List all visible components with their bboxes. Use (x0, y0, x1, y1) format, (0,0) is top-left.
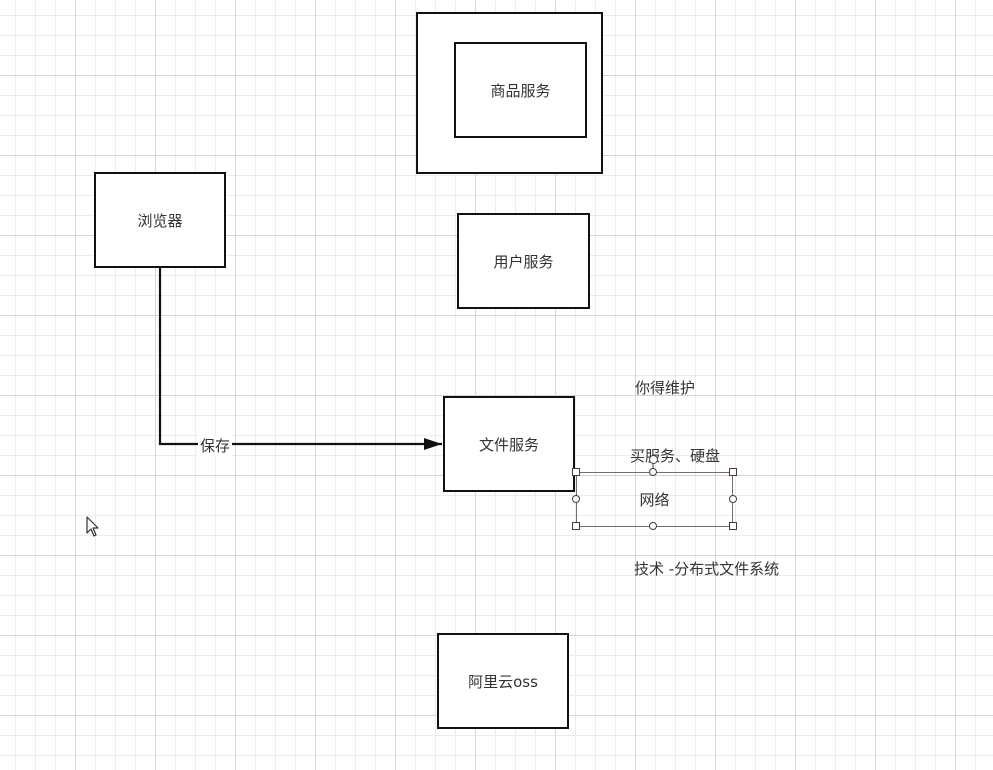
resize-handle-right[interactable] (729, 495, 737, 503)
file-service-node[interactable]: 文件服务 (443, 396, 575, 492)
resize-handle-top[interactable] (649, 468, 657, 476)
resize-handle-left[interactable] (572, 495, 580, 503)
browser-node[interactable]: 浏览器 (94, 172, 226, 268)
arrowhead-icon (424, 438, 442, 450)
buy-server-disk-note[interactable]: 买服务、硬盘 (630, 447, 721, 465)
tech-dfs-note[interactable]: 技术 -分布式文件系统 (634, 560, 780, 578)
goods-service-label: 商品服务 (490, 81, 551, 100)
goods-service-node[interactable]: 商品服务 (454, 42, 587, 138)
mouse-pointer-icon (86, 516, 99, 537)
resize-handle-bottom-right[interactable] (729, 522, 737, 530)
resize-handle-top-right[interactable] (729, 468, 737, 476)
file-service-label: 文件服务 (478, 435, 539, 454)
rotate-handle[interactable] (649, 455, 658, 464)
aliyun-oss-node[interactable]: 阿里云oss (437, 633, 569, 729)
resize-handle-bottom[interactable] (649, 522, 657, 530)
user-service-node[interactable]: 用户服务 (457, 213, 590, 309)
resize-handle-bottom-left[interactable] (572, 522, 580, 530)
user-service-label: 用户服务 (493, 252, 554, 271)
save-edge-label[interactable]: 保存 (198, 435, 233, 456)
save-connector[interactable] (158, 268, 442, 446)
maintain-note[interactable]: 你得维护 (635, 379, 696, 397)
network-note-selected[interactable]: 网络 (576, 472, 733, 527)
network-note-label: 网络 (639, 491, 670, 509)
resize-handle-top-left[interactable] (572, 468, 580, 476)
browser-label: 浏览器 (137, 211, 183, 230)
aliyun-oss-label: 阿里云oss (468, 672, 538, 691)
